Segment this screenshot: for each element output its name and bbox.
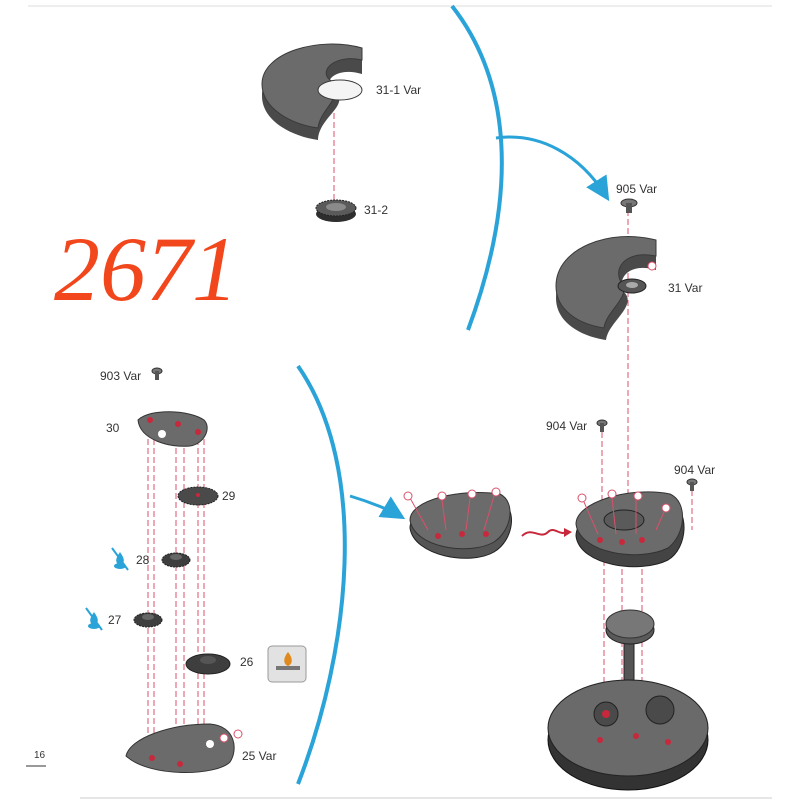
no-oil-cross-icon (111, 547, 129, 571)
label-31: 31 Var (668, 281, 702, 295)
part-904-screw-left (596, 419, 608, 432)
blue-guide-arc-top (450, 4, 504, 331)
label-31-2: 31-2 (364, 203, 388, 217)
part-903-screw (151, 367, 163, 380)
label-30: 30 (106, 421, 120, 435)
part-30-bridge (137, 411, 208, 447)
part-27-wheel (133, 612, 163, 628)
label-27: 27 (108, 613, 122, 627)
label-903: 903 Var (100, 369, 141, 383)
label-905: 905 Var (616, 182, 657, 196)
label-31-1: 31-1 Var (376, 83, 421, 97)
part-25-base-plate (125, 723, 243, 774)
movement-base (547, 679, 709, 791)
assembly-dash-lines (147, 95, 693, 762)
label-28: 28 (136, 553, 150, 567)
label-904-left: 904 Var (546, 419, 587, 433)
part-26-wheel (185, 653, 231, 675)
subassembly-after-rotation (575, 489, 685, 568)
rotation-arrow-icon (521, 528, 572, 537)
part-29-wheel (177, 486, 219, 506)
blue-guide-arrow-top (495, 135, 610, 202)
page-number: 16 (34, 750, 46, 761)
crown-and-stem (605, 609, 655, 681)
blue-guide-arrow-bottom (349, 494, 406, 520)
part-904-screw-right (686, 478, 698, 491)
label-26: 26 (240, 655, 254, 669)
part-31-2-reversing-wheel (315, 199, 357, 222)
no-oil-cross-icon (85, 607, 103, 631)
label-29: 29 (222, 489, 236, 503)
label-25: 25 Var (242, 749, 276, 763)
oil-flame-icon (267, 645, 307, 683)
subassembly-before-rotation (403, 487, 512, 559)
part-28-wheel (161, 552, 191, 568)
part-31-1-rotor-weight (261, 43, 363, 140)
part-31-rotor (555, 236, 657, 340)
caliber-number: 2671 (54, 218, 238, 320)
label-904-right: 904 Var (674, 463, 715, 477)
part-905-screw (620, 198, 638, 213)
blue-guide-arc-bottom (296, 364, 347, 785)
